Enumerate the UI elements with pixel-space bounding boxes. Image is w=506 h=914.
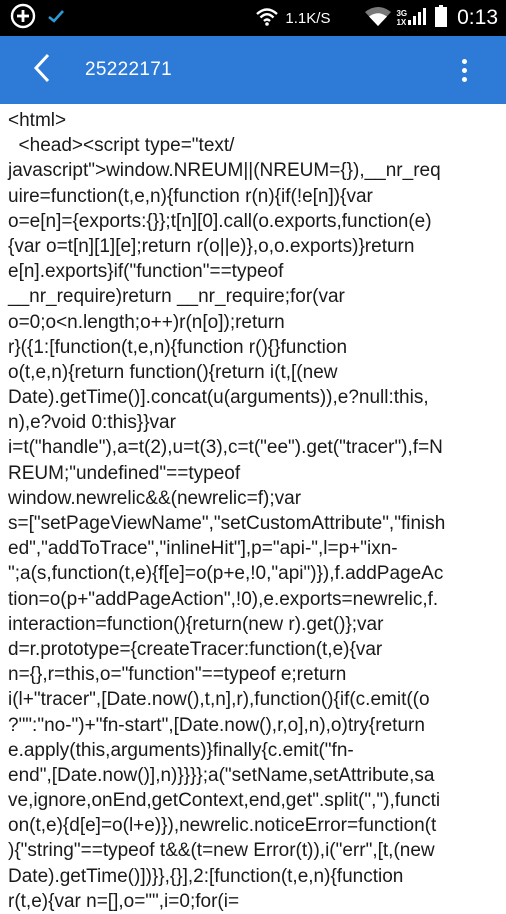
code-line: ve,ignore,onEnd,getContext,end,get".spli…	[8, 790, 441, 812]
code-line: i(l+"tracer",[Date.now(),t,n],r),functio…	[8, 689, 430, 711]
more-vertical-icon	[461, 67, 467, 73]
code-line: Date).getTime()].concat(u(arguments)),e?…	[8, 387, 429, 409]
wifi-signal-icon	[364, 5, 392, 31]
code-line: tion=o(p+"addPageAction",!0),e.exports=n…	[8, 588, 439, 610]
net-speed: 1.1K/S	[285, 9, 331, 27]
app-bar: 25222171	[0, 36, 506, 104]
code-line: __nr_require)return __nr_require;for(var	[8, 286, 345, 308]
code-line: r(t,e){var n=[],o="",i=0;for(i=	[8, 890, 240, 912]
code-line: ?"":"no-")+"fn-start",[Date.now(),r,o],n…	[8, 714, 425, 736]
code-line: on(t,e){d[e]=o(l+e)}),newrelic.noticeErr…	[8, 815, 437, 837]
code-line: ";a(s,function(t,e){f[e]=o(p+e,!0,"api")…	[8, 563, 444, 585]
page-title: 25222171	[85, 59, 172, 80]
overflow-menu-button[interactable]	[454, 50, 474, 90]
code-line: n),e?void 0:this}}var	[8, 412, 176, 434]
net-type-top: 3G	[396, 9, 408, 18]
status-bar-right: 1.1K/S 3G 1X 0:13	[255, 0, 498, 36]
wifi-icon	[255, 6, 279, 30]
status-bar: 1.1K/S 3G 1X 0:13	[0, 0, 506, 36]
code-line: d=r.prototype={createTracer:function(t,e…	[8, 638, 383, 660]
more-vertical-icon	[461, 58, 467, 64]
code-line: uire=function(t,e,n){function r(n){if(!e…	[8, 185, 373, 207]
add-circle-icon	[10, 3, 36, 33]
code-line: o=e[n]={exports:{}};t[n][0].call(o.expor…	[8, 210, 432, 232]
code-line: <html>	[8, 110, 67, 131]
code-line: n={},r=this,o="function"==typeof e;retur…	[8, 664, 347, 686]
code-line: {var o=t[n][1][e];return r(o||e)},o,o.ex…	[8, 235, 415, 257]
code-line: s=["setPageViewName","setCustomAttribute…	[8, 513, 446, 534]
code-line: o(t,e,n){return function(){return i(t,[(…	[8, 361, 338, 383]
code-line: o=0;o<n.length;o++)r(n[o]);return	[8, 311, 285, 333]
status-time: 0:13	[457, 6, 498, 29]
code-line: end",[Date.now()],n)}}}};a("setName,setA…	[8, 764, 435, 786]
more-vertical-icon	[461, 76, 467, 82]
source-code-view[interactable]: <html> <head><script type="text/javascri…	[0, 104, 506, 912]
net-type: 3G 1X	[396, 9, 407, 27]
status-bar-left	[10, 3, 66, 33]
net-type-bottom: 1X	[396, 18, 407, 27]
code-line: window.newrelic&&(newrelic=f);var	[8, 487, 302, 509]
code-line: <head><script type="text/	[8, 135, 235, 157]
chevron-left-icon	[32, 52, 52, 88]
code-line: ed","addToTrace","inlineHit"],p="api-",l…	[8, 538, 398, 560]
back-button[interactable]	[22, 50, 62, 90]
code-line: Date).getTime()])}},{}],2:[function(t,e,…	[8, 865, 404, 887]
code-line: e[n].exports}if("function"==typeof	[8, 261, 284, 283]
cell-signal-icon	[407, 6, 427, 30]
code-line: interaction=function(){return(new r).get…	[8, 613, 384, 635]
code-line: REUM;"undefined"==typeof	[8, 462, 241, 484]
source-code-lines: <html> <head><script type="text/javascri…	[0, 104, 506, 914]
code-line: e.apply(this,arguments)}finally{c.emit("…	[8, 739, 354, 761]
code-line: r}({1:[function(t,e,n){function r(){}fun…	[8, 336, 348, 358]
battery-icon	[435, 5, 448, 31]
code-line: i=t("handle"),a=t(2),u=t(3),c=t("ee").ge…	[8, 437, 443, 459]
code-line: javascript">window.NREUM||(NREUM={}),__n…	[8, 160, 441, 182]
check-icon	[46, 6, 66, 30]
code-line: ){"string"==typeof t&&(t=new Error(t)),i…	[8, 840, 435, 862]
